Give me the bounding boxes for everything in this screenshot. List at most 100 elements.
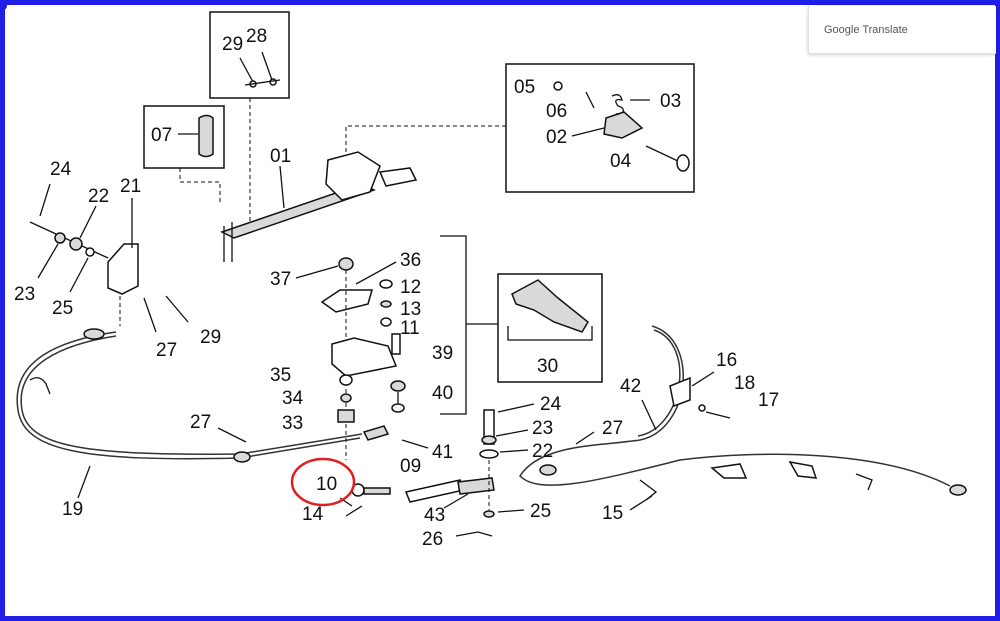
label-10: 10 — [316, 474, 337, 495]
part-plate-36 — [320, 289, 373, 313]
leader-23a — [37, 243, 59, 279]
label-13: 13 — [400, 299, 421, 320]
part-washer-13 — [380, 300, 392, 308]
label-27a: 27 — [156, 340, 177, 361]
google-translate-label: Google Translate — [824, 24, 908, 36]
part-washer-22b — [479, 449, 499, 459]
box-group-30 — [497, 273, 603, 383]
label-22b: 22 — [532, 441, 553, 462]
part-pin-39 — [391, 333, 401, 355]
part-bracket-30 — [511, 279, 589, 333]
label-36: 36 — [400, 250, 421, 271]
part-pin-27b — [217, 427, 247, 443]
leader-23b — [495, 429, 529, 437]
leader-43 — [443, 493, 469, 509]
label-09: 09 — [400, 456, 421, 477]
google-translate-popup[interactable]: Google Translate — [808, 6, 996, 54]
label-42: 42 — [620, 376, 641, 397]
leader-25b — [497, 509, 525, 513]
corner-dot — [0, 2, 7, 10]
leader-24b — [497, 403, 535, 413]
part-washer-22 — [69, 237, 83, 251]
part-washer-18 — [698, 404, 706, 412]
part-tube-09 — [404, 479, 466, 503]
part-lever-foot-01 — [223, 222, 233, 262]
part-pin-28 — [261, 51, 273, 81]
cable-42-inner — [637, 329, 681, 437]
part-nut-33 — [337, 409, 355, 423]
leader-15 — [629, 495, 653, 511]
label-22a: 22 — [88, 186, 109, 207]
label-25a: 25 — [52, 298, 73, 319]
part-clip-15c — [788, 460, 818, 479]
part-pin-14 — [345, 505, 363, 517]
part-pin-04 — [645, 145, 681, 163]
label-29b: 29 — [200, 327, 221, 348]
part-sleeve-07 — [198, 114, 214, 158]
leader-37 — [295, 265, 339, 279]
label-27b: 27 — [190, 412, 211, 433]
cable-42 — [519, 325, 951, 487]
part-bracket-16 — [669, 376, 691, 408]
part-cable-end-19 — [83, 328, 105, 340]
leader-24a — [39, 183, 51, 217]
label-06: 06 — [546, 101, 567, 122]
label-43: 43 — [424, 505, 445, 526]
part-bracket-39 — [331, 337, 398, 377]
label-24b: 24 — [540, 394, 562, 415]
box-group-02-06 — [505, 63, 695, 193]
label-16: 16 — [716, 350, 737, 371]
label-02: 02 — [546, 127, 567, 148]
label-24a: 24 — [50, 159, 72, 180]
dash-group — [345, 125, 506, 156]
label-29a: 29 — [222, 34, 243, 55]
part-nut-23b — [481, 435, 497, 445]
part-clevis-43 — [457, 477, 495, 495]
part-bracket-21 — [107, 243, 139, 295]
label-17: 17 — [758, 390, 779, 411]
part-nut-37 — [338, 257, 354, 271]
leader-02 — [571, 127, 605, 137]
label-18: 18 — [734, 373, 755, 394]
leader-42 — [641, 399, 657, 431]
label-40: 40 — [432, 383, 453, 404]
cable-19 — [16, 331, 361, 460]
leader-41 — [401, 439, 429, 449]
part-clip-19 — [29, 377, 51, 395]
leader-25a — [69, 257, 89, 293]
part-washer-28 — [269, 78, 277, 86]
label-35: 35 — [270, 365, 291, 386]
part-pin-27c — [575, 431, 595, 445]
part-clip-15a — [639, 479, 658, 501]
dash-07 — [179, 168, 221, 202]
part-cable-ferrule-42 — [539, 464, 557, 476]
label-33: 33 — [282, 413, 303, 434]
highlight-circle — [290, 457, 356, 507]
label-03: 03 — [660, 91, 681, 112]
part-rod-10 — [363, 487, 391, 495]
label-23b: 23 — [532, 418, 553, 439]
leader-22a — [79, 205, 97, 239]
part-washer-25 — [85, 247, 95, 257]
part-cable-end-42 — [949, 484, 967, 496]
brace-30 — [507, 326, 593, 341]
part-pin-26 — [455, 531, 493, 537]
label-34: 34 — [282, 388, 304, 409]
label-37: 37 — [270, 269, 291, 290]
part-bushing-11 — [380, 317, 392, 327]
label-01: 01 — [270, 146, 291, 167]
label-14: 14 — [302, 504, 324, 525]
brace-group — [440, 235, 467, 415]
part-lever-head-01 — [325, 151, 381, 201]
cable-19-inner — [20, 335, 363, 455]
part-clip-29b — [165, 295, 189, 323]
box-sleeve-07 — [143, 105, 225, 169]
label-25b: 25 — [530, 501, 551, 522]
part-bolt-17 — [705, 411, 731, 419]
part-bushing-35 — [339, 374, 353, 386]
part-washer-34 — [340, 393, 352, 403]
part-bolt-12 — [379, 279, 393, 289]
label-21: 21 — [120, 176, 141, 197]
